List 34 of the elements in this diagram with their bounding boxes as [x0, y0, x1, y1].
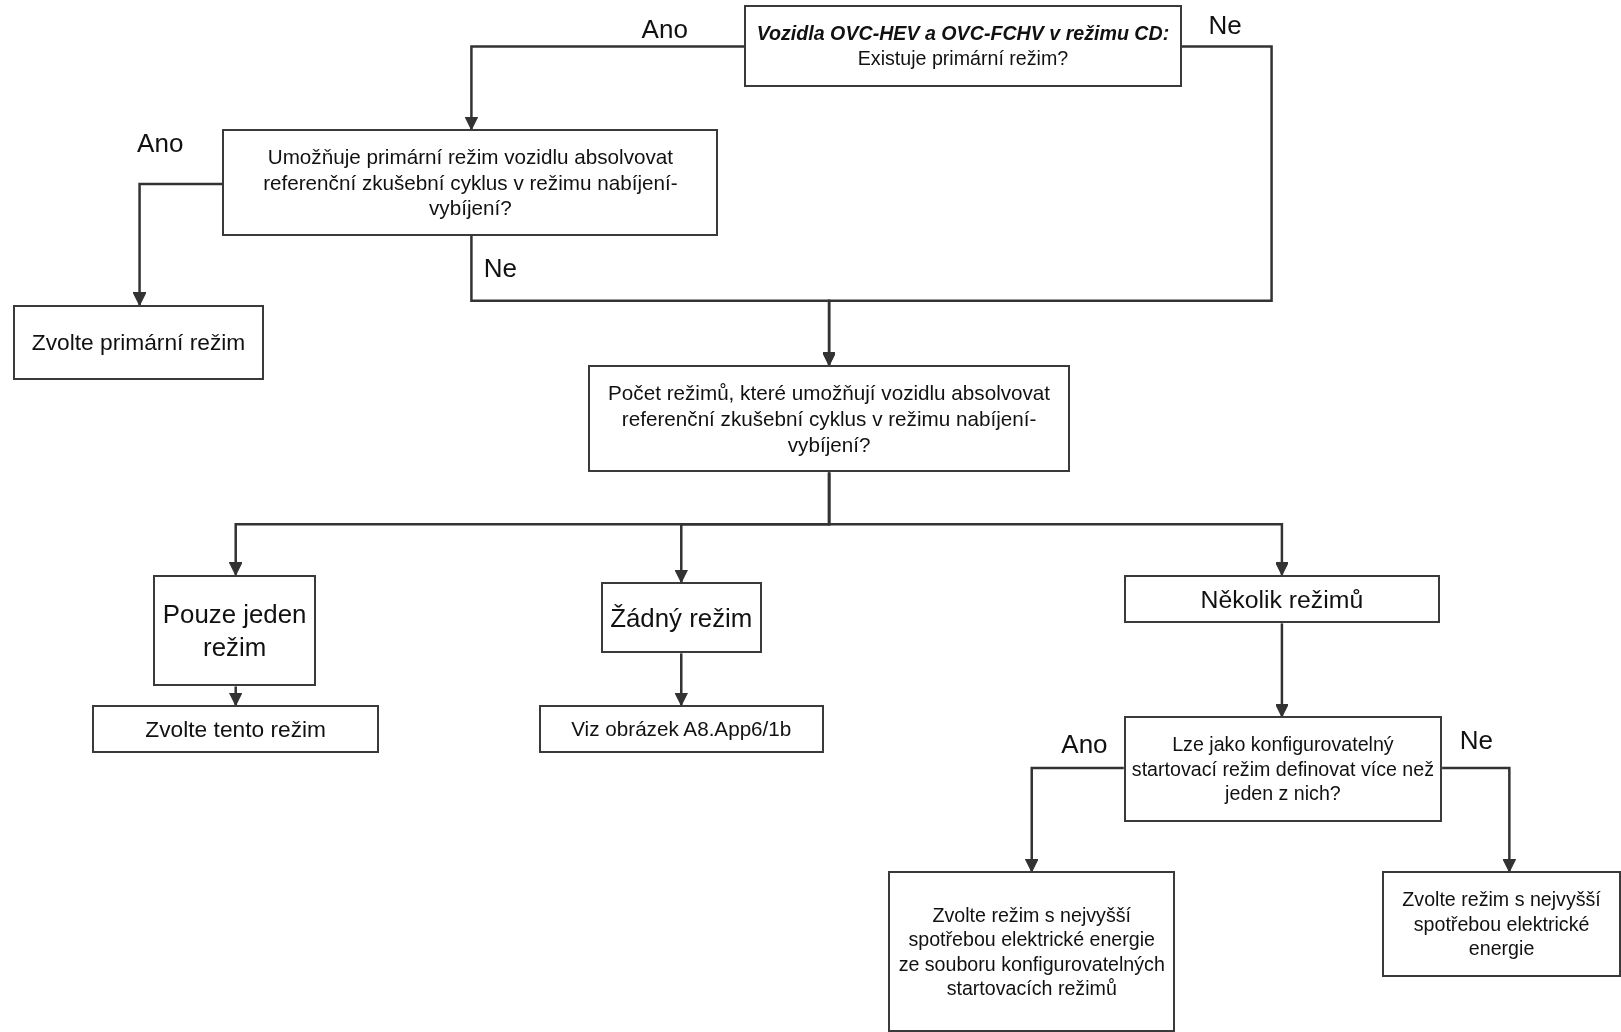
node-text: Zvolte tento režim — [145, 714, 327, 744]
decision-box — [744, 5, 1182, 87]
node-text: Počet režimů, které umožňují vozidlu absolvovat referenční zkušební cyklus v režimu nabíjení-vybíjení? — [607, 379, 1052, 458]
node-text: Zvolte primární režim — [31, 328, 246, 357]
category-box — [153, 574, 317, 687]
decision-box — [1123, 716, 1443, 822]
arrow — [1442, 766, 1517, 873]
process-box — [1382, 871, 1621, 977]
category-box — [600, 582, 762, 654]
category-box — [1123, 574, 1441, 624]
node-text: Několik režimů — [1200, 584, 1364, 615]
process-box — [13, 304, 264, 381]
heading: Vozidla OVC-HEV a OVC-FCHV v režimu CD: — [756, 21, 1170, 46]
arrow — [1275, 623, 1289, 718]
arrow — [464, 45, 745, 130]
decision-box — [222, 129, 719, 236]
arrow — [674, 653, 689, 706]
node-text: Umožňuje primární režim vozidlu absolvovat referenční zkušební cyklus v režimu nabíjení-vybíjení? — [262, 143, 679, 222]
node-text: Lze jako konfigurovatelný startovací režim definovat více než jeden z nich? — [1131, 732, 1435, 806]
arrow — [470, 235, 836, 366]
process-box — [92, 705, 380, 753]
node-text: Pouze jeden režim — [161, 599, 308, 663]
node-text: Zvolte režim s nejvyšší spotřebou elektrické energie — [1401, 887, 1602, 961]
process-box — [538, 705, 824, 753]
decision-box — [588, 364, 1070, 473]
node-text: Žádný režim — [610, 602, 753, 634]
arrow — [228, 686, 243, 706]
process-box — [888, 871, 1176, 1032]
node-text: Viz obrázek A8.App6/1b — [571, 715, 792, 742]
arrow — [1024, 766, 1124, 873]
arrow — [132, 182, 223, 306]
arrow — [827, 472, 1289, 576]
node-text: Zvolte režim s nejvyšší spotřebou elektrické energie ze souboru konfigurovatelných startovacích režimů — [897, 902, 1166, 1001]
node-text: Existuje primární režim? — [857, 46, 1069, 71]
